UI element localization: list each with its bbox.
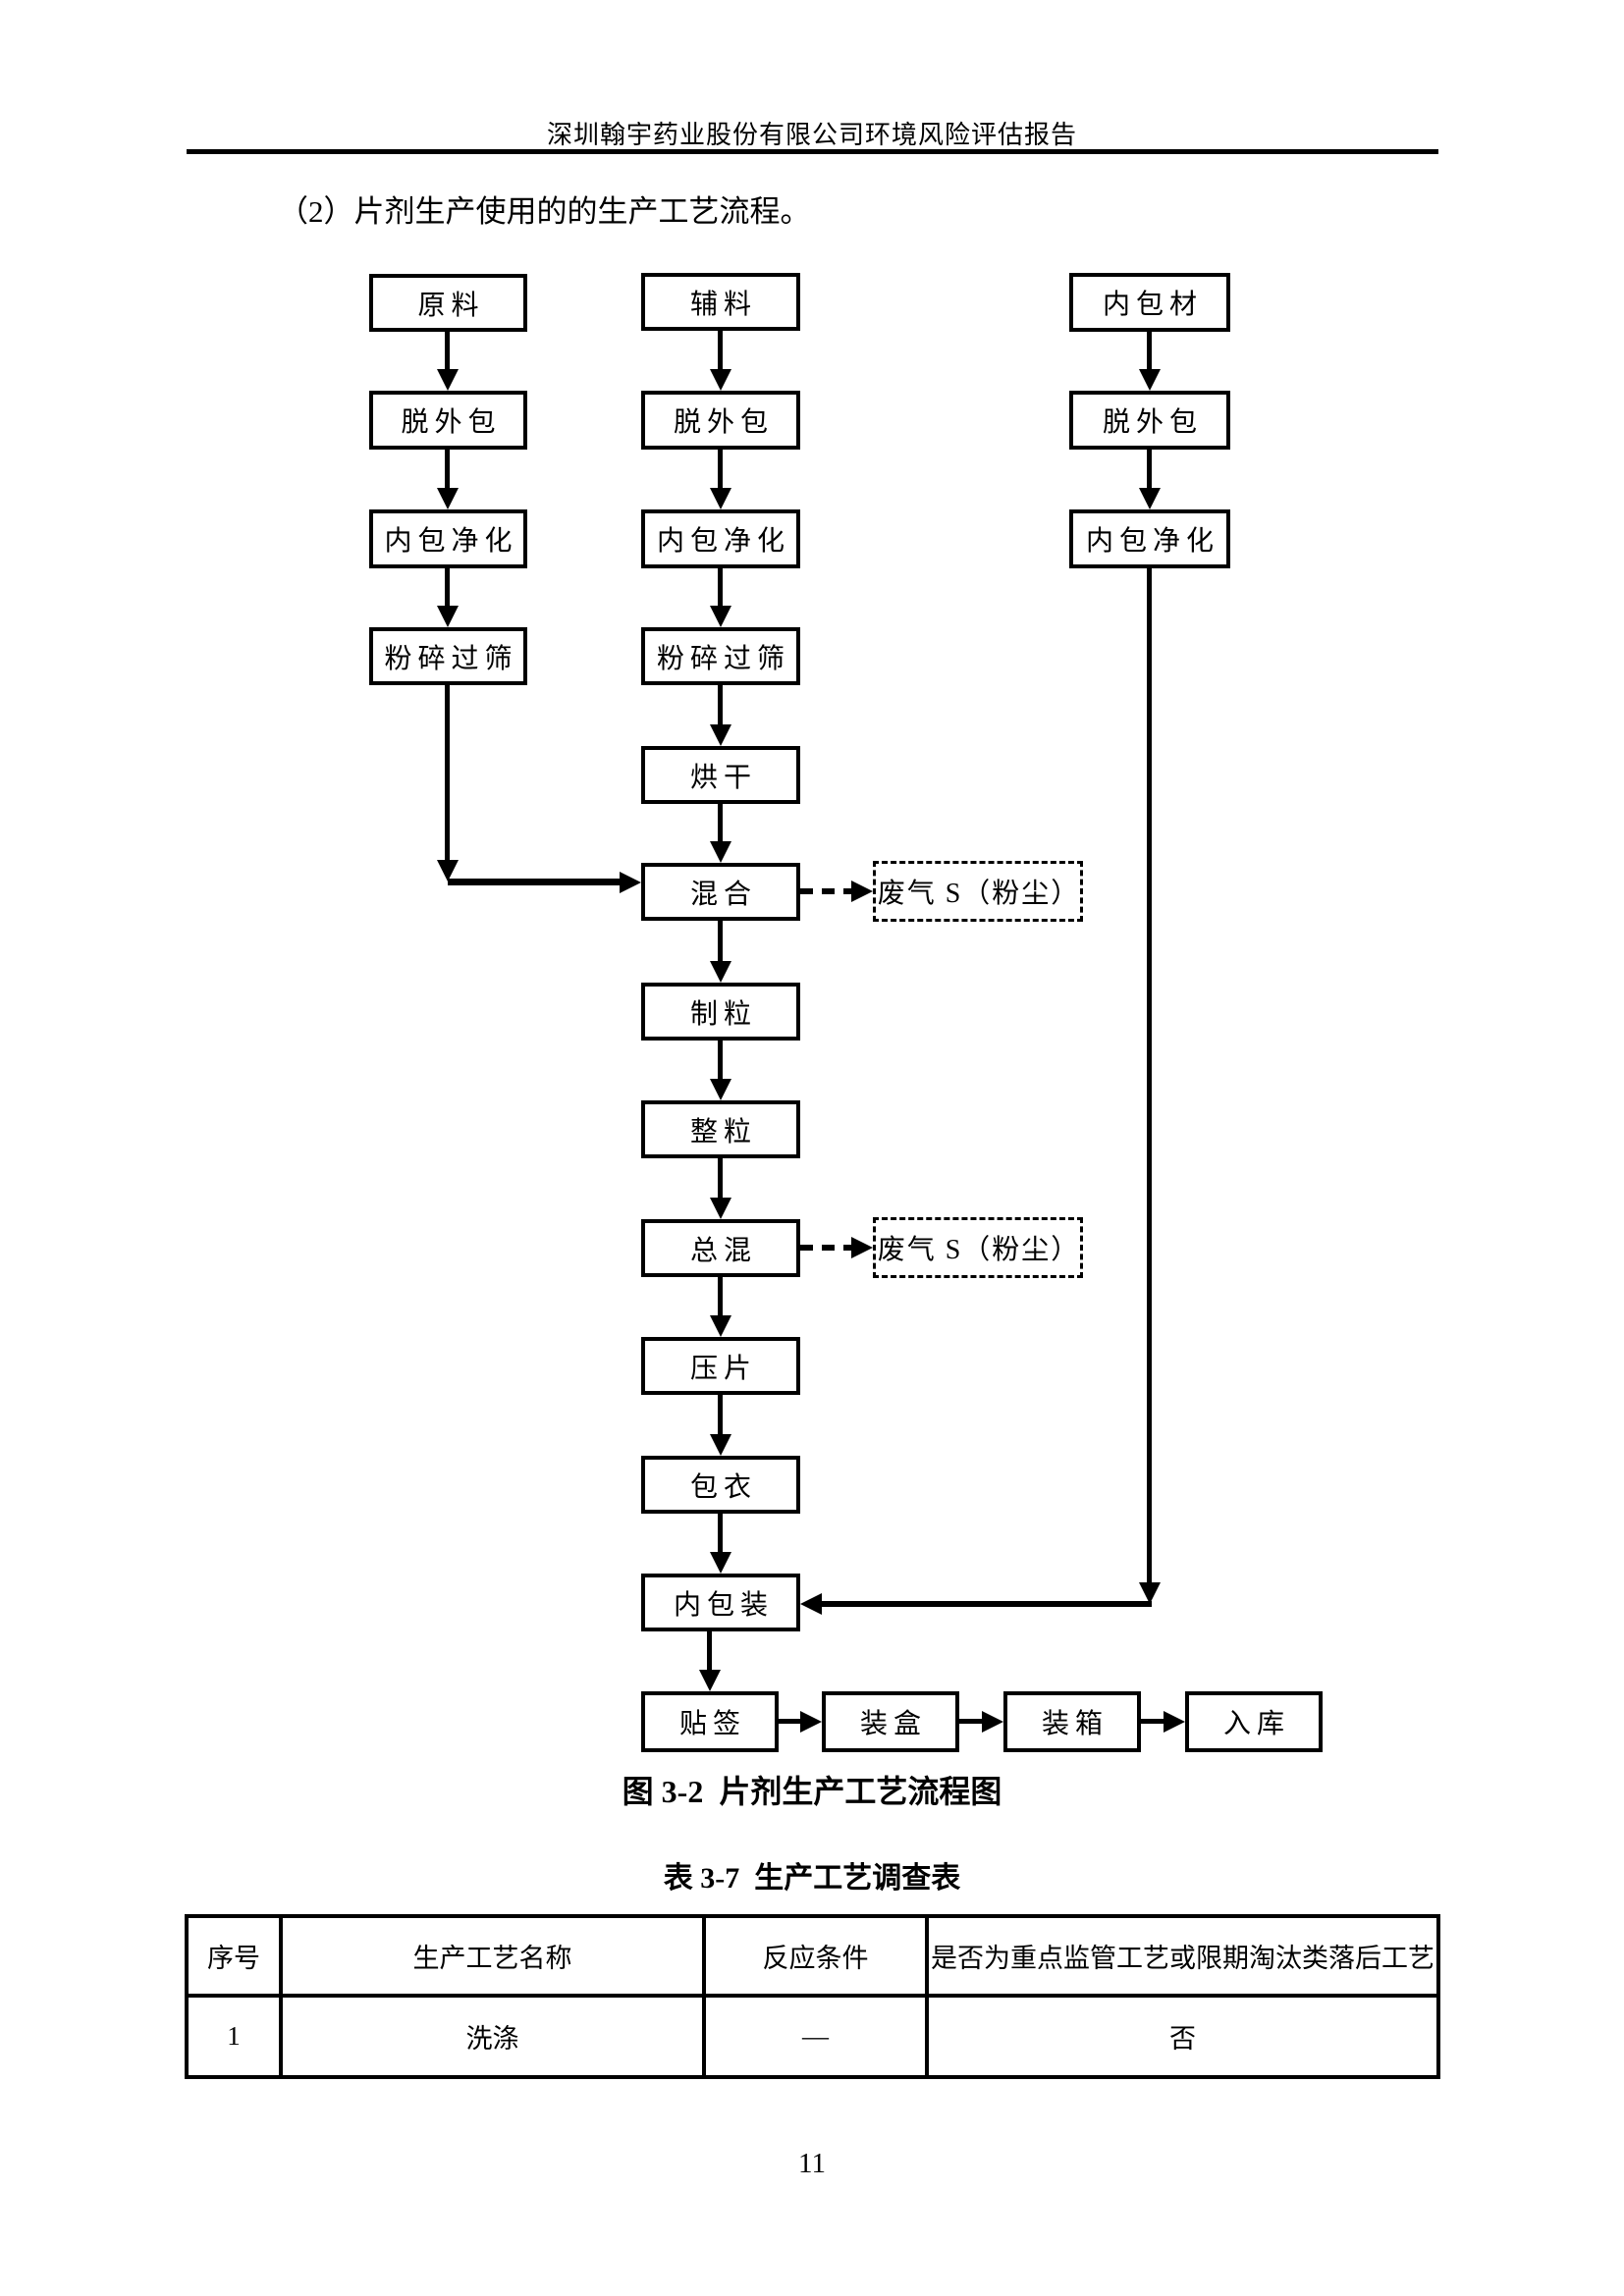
flow-node-labeling: 贴签 bbox=[641, 1691, 779, 1752]
arrow-packaging-to-labeling bbox=[707, 1631, 712, 1670]
table-header-reaction-condition: 反应条件 bbox=[706, 1918, 929, 1998]
flow-node-aux-material: 辅料 bbox=[641, 273, 800, 331]
arrow-drying-to-mixing bbox=[718, 804, 723, 841]
flow-node-raw-material: 原料 bbox=[369, 274, 527, 332]
flow-node-raw-remove-outer-pack: 脱外包 bbox=[369, 391, 527, 450]
waste-gas-box-1: 废气 S（粉尘） bbox=[873, 861, 1083, 922]
table-cell-supervised-process: 否 bbox=[1169, 2024, 1196, 2054]
arrow-aux-4 bbox=[718, 685, 723, 724]
table-cell-process-name: 洗涤 bbox=[283, 1998, 706, 2075]
flow-node-final-mixing: 总混 bbox=[641, 1219, 800, 1277]
flow-node-aux-crush-sieve: 粉碎过筛 bbox=[641, 627, 800, 685]
arrow-aux-3 bbox=[718, 568, 723, 606]
arrow-sizing-to-final-mixing bbox=[718, 1158, 723, 1198]
table-header-supervised-process: 是否为重点监管工艺或限期淘汰类落后工艺 bbox=[929, 1918, 1436, 1998]
table-header-index: 序号 bbox=[189, 1918, 283, 1998]
flow-node-raw-inner-pack-purify: 内包净化 bbox=[369, 509, 527, 568]
arrow-casing-to-warehousing bbox=[1141, 1719, 1164, 1724]
arrow-boxing-to-casing bbox=[959, 1719, 982, 1724]
arrow-raw-1 bbox=[445, 332, 450, 369]
header-rule bbox=[187, 149, 1438, 154]
flow-node-granulation: 制粒 bbox=[641, 983, 800, 1041]
flow-node-pack-remove-outer-pack: 脱外包 bbox=[1069, 391, 1230, 450]
flow-node-casing: 装箱 bbox=[1003, 1691, 1141, 1752]
arrow-pack-2 bbox=[1147, 450, 1152, 488]
flow-node-boxing: 装盒 bbox=[822, 1691, 959, 1752]
flow-node-mixing: 混合 bbox=[641, 863, 800, 921]
table-title: 表 3-7 生产工艺调查表 bbox=[663, 1862, 961, 1895]
page-header: 深圳翰宇药业股份有限公司环境风险评估报告 bbox=[546, 121, 1077, 149]
page-number: 11 bbox=[798, 2148, 826, 2179]
arrow-pack-to-inner-packaging bbox=[822, 1601, 1152, 1607]
arrow-pack-1 bbox=[1147, 332, 1152, 369]
arrow-raw-2 bbox=[445, 450, 450, 488]
flow-node-drying: 烘干 bbox=[641, 746, 800, 804]
arrow-granulation-to-sizing bbox=[718, 1041, 723, 1079]
arrow-aux-1 bbox=[718, 331, 723, 369]
table-header-process-name: 生产工艺名称 bbox=[283, 1918, 706, 1998]
flow-node-aux-remove-outer-pack: 脱外包 bbox=[641, 391, 800, 450]
flow-node-inner-packaging: 内包装 bbox=[641, 1574, 800, 1631]
flow-node-aux-inner-pack-purify: 内包净化 bbox=[641, 509, 800, 568]
arrow-raw-to-corner bbox=[445, 685, 450, 860]
arrow-raw-3 bbox=[445, 568, 450, 606]
process-survey-table: 序号 生产工艺名称 反应条件 是否为重点监管工艺或限期淘汰类落后工艺 1 洗涤 … bbox=[185, 1914, 1440, 2079]
flow-node-warehousing: 入库 bbox=[1185, 1691, 1323, 1752]
table-cell-reaction-condition: — bbox=[706, 1998, 929, 2075]
arrow-mixing-to-granulation bbox=[718, 921, 723, 961]
flow-node-pack-inner-pack-purify: 内包净化 bbox=[1069, 509, 1230, 568]
section-title: （2）片剂生产使用的的生产工艺流程。 bbox=[278, 194, 811, 229]
arrow-pack-down-line bbox=[1147, 568, 1152, 1582]
arrow-coating-to-packaging bbox=[718, 1514, 723, 1552]
arrow-raw-to-mixing bbox=[448, 879, 620, 885]
flow-node-tablet-pressing: 压片 bbox=[641, 1337, 800, 1395]
table-cell-index: 1 bbox=[189, 1998, 283, 2075]
figure-caption: 图 3-2 片剂生产工艺流程图 bbox=[622, 1774, 1002, 1809]
flow-node-coating: 包衣 bbox=[641, 1456, 800, 1514]
waste-gas-box-2: 废气 S（粉尘） bbox=[873, 1217, 1083, 1278]
arrow-final-mixing-to-pressing bbox=[718, 1277, 723, 1315]
arrow-pressing-to-coating bbox=[718, 1395, 723, 1434]
arrow-aux-2 bbox=[718, 450, 723, 488]
flow-node-inner-pack-material: 内包材 bbox=[1069, 273, 1230, 332]
arrow-labeling-to-boxing bbox=[779, 1719, 800, 1724]
dashed-arrow-final-mixing-waste bbox=[800, 1245, 851, 1251]
flow-node-raw-crush-sieve: 粉碎过筛 bbox=[369, 627, 527, 685]
dashed-arrow-mixing-waste bbox=[800, 888, 851, 894]
flow-node-granule-sizing: 整粒 bbox=[641, 1100, 800, 1158]
